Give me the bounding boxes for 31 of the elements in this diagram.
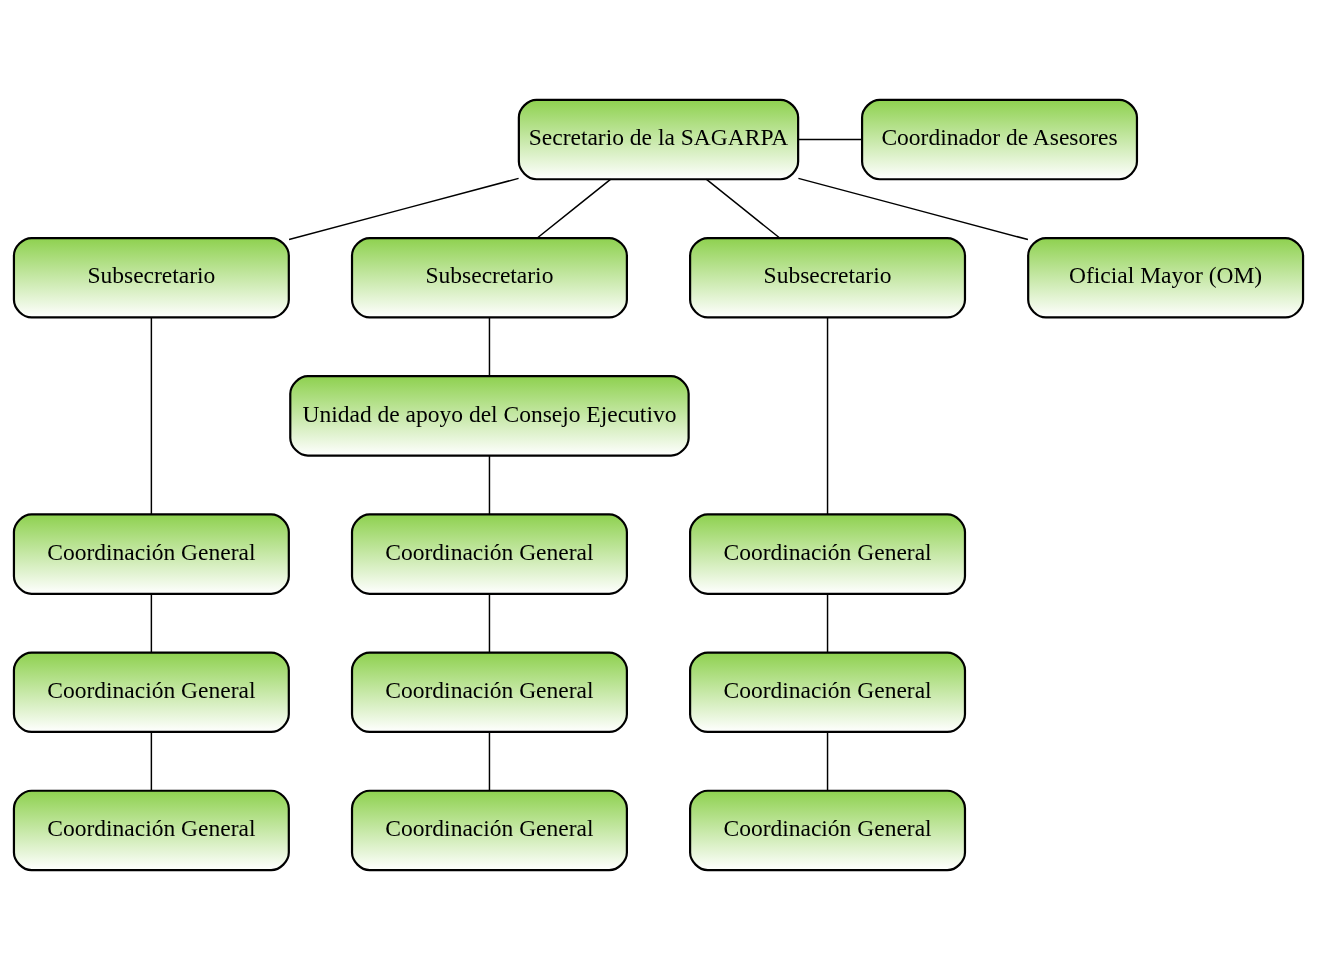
node-box: Oficial Mayor (OM) bbox=[1027, 236, 1305, 319]
connector bbox=[797, 177, 1029, 240]
connector bbox=[705, 178, 781, 239]
connector bbox=[488, 316, 491, 377]
node-box: Subsecretario bbox=[350, 236, 628, 319]
node-box: Subsecretario bbox=[689, 236, 967, 319]
connector bbox=[536, 178, 612, 239]
connector bbox=[288, 177, 520, 240]
connector bbox=[826, 730, 829, 791]
connector bbox=[488, 730, 491, 791]
connector bbox=[488, 592, 491, 653]
connector bbox=[488, 454, 491, 515]
node-box: Coordinación General bbox=[689, 789, 967, 871]
node-box: Unidad de apoyo del Consejo Ejecutivo bbox=[289, 374, 690, 457]
node-box: Coordinación General bbox=[12, 512, 290, 595]
node-box: Subsecretario bbox=[12, 236, 290, 319]
node-box: Coordinación General bbox=[12, 789, 290, 871]
node-box: Coordinación General bbox=[689, 512, 967, 595]
node-box: Coordinación General bbox=[689, 650, 967, 733]
connector bbox=[826, 316, 829, 515]
connector bbox=[826, 592, 829, 653]
node-box: Coordinación General bbox=[350, 650, 628, 733]
connector bbox=[150, 592, 153, 653]
node-box: Coordinación General bbox=[350, 789, 628, 871]
connector bbox=[150, 730, 153, 791]
connector bbox=[150, 316, 153, 515]
node-box: Coordinador de Asesores bbox=[861, 98, 1139, 180]
node-box: Coordinación General bbox=[12, 650, 290, 733]
node-box: Coordinación General bbox=[350, 512, 628, 595]
node-box: Secretario de la SAGARPA bbox=[517, 98, 800, 180]
connector bbox=[797, 138, 863, 140]
